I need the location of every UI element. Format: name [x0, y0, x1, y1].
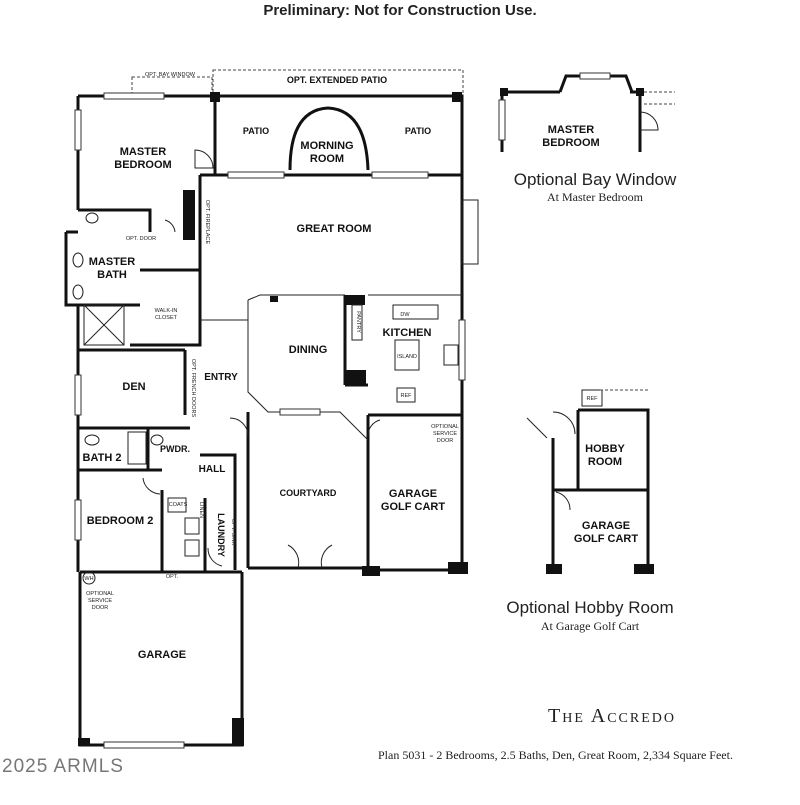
morning-room-label-1: MORNING	[300, 140, 353, 152]
bay-master-label-1: MASTER	[548, 124, 595, 136]
courtyard-label: COURTYARD	[280, 488, 337, 498]
preliminary-header: Preliminary: Not for Construction Use.	[263, 2, 537, 19]
garage-opt-service-label-1: OPTIONAL	[86, 591, 114, 597]
hall-label: HALL	[199, 464, 226, 475]
master-bedroom-label-1: MASTER	[120, 146, 167, 158]
plan-info: Plan 5031 - 2 Bedrooms, 2.5 Baths, Den, …	[378, 748, 733, 762]
ref-label: REF	[401, 393, 413, 399]
opt-bay-window-label: OPT. BAY WINDOW	[145, 72, 196, 78]
entry-label: ENTRY	[204, 372, 238, 383]
optional-service-door-label-3: DOOR	[437, 438, 454, 444]
garage-opt-service-label-3: DOOR	[92, 605, 109, 611]
garage-golf-cart-label-2: GOLF CART	[381, 501, 445, 513]
wh-label: WH	[84, 576, 93, 582]
opt-sink-label: OPT. SINK	[230, 519, 236, 546]
opt-fireplace-label: OPT. FIREPLACE	[204, 200, 210, 245]
walk-in-closet-label-1: WALK-IN	[155, 308, 178, 314]
master-bedroom-label-2: BEDROOM	[114, 159, 171, 171]
dw-label: DW	[400, 312, 410, 318]
hobby-room-label-2: ROOM	[588, 456, 622, 468]
den-label: DEN	[122, 381, 145, 393]
great-room-label: GREAT ROOM	[297, 223, 372, 235]
garage-golf-cart-label-1: GARAGE	[389, 488, 437, 500]
master-bath-label-2: BATH	[97, 269, 127, 281]
coats-label: COATS	[169, 502, 188, 508]
master-bath-label-1: MASTER	[89, 256, 136, 268]
watermark: 2025 ARMLS	[2, 756, 124, 777]
opt-door-label: OPT. DOOR	[126, 236, 156, 242]
patio-left-label: PATIO	[243, 126, 269, 136]
bedroom-2-label: BEDROOM 2	[87, 515, 154, 527]
hobby-room-detail	[526, 389, 654, 574]
hobby-room-label-1: HOBBY	[585, 443, 625, 455]
hobby-ref-label: REF	[587, 396, 599, 402]
hobby-option-title: Optional Hobby Room	[506, 598, 674, 617]
opt-label: OPT.	[166, 574, 179, 580]
garage-label: GARAGE	[138, 649, 186, 661]
kitchen-label: KITCHEN	[383, 327, 432, 339]
brand-name: The Accredo	[548, 705, 677, 727]
dining-label: DINING	[289, 344, 328, 356]
optional-service-door-label-2: SERVICE	[433, 431, 457, 437]
optional-service-door-label-1: OPTIONAL	[431, 424, 459, 430]
main-plan-walls	[64, 69, 479, 749]
patio-right-label: PATIO	[405, 126, 431, 136]
hobby-garage-label-1: GARAGE	[582, 520, 630, 532]
laundry-label: LAUNDRY	[216, 513, 226, 557]
pwdr-label: PWDR.	[160, 444, 190, 454]
opt-bay-window-outline	[131, 76, 213, 97]
bath-2-label: BATH 2	[83, 452, 122, 464]
walk-in-closet-label-2: CLOSET	[155, 315, 178, 321]
hobby-option-subtitle: At Garage Golf Cart	[540, 619, 640, 633]
opt-french-doors-label: OPT. FRENCH DOORS	[190, 359, 196, 418]
bay-option-subtitle: At Master Bedroom	[547, 190, 643, 204]
bay-option-title: Optional Bay Window	[513, 170, 677, 189]
garage-opt-service-label-2: SERVICE	[88, 598, 112, 604]
bay-window-detail	[498, 72, 675, 152]
opt-extended-patio-label: OPT. EXTENDED PATIO	[287, 75, 387, 85]
island-label: ISLAND	[397, 354, 417, 360]
bay-master-label-2: BEDROOM	[542, 137, 599, 149]
hobby-garage-label-2: GOLF CART	[574, 533, 638, 545]
morning-room-label-2: ROOM	[310, 153, 344, 165]
pantry-label: PANTRY	[355, 311, 361, 333]
linen-label: LINEN	[198, 502, 204, 518]
